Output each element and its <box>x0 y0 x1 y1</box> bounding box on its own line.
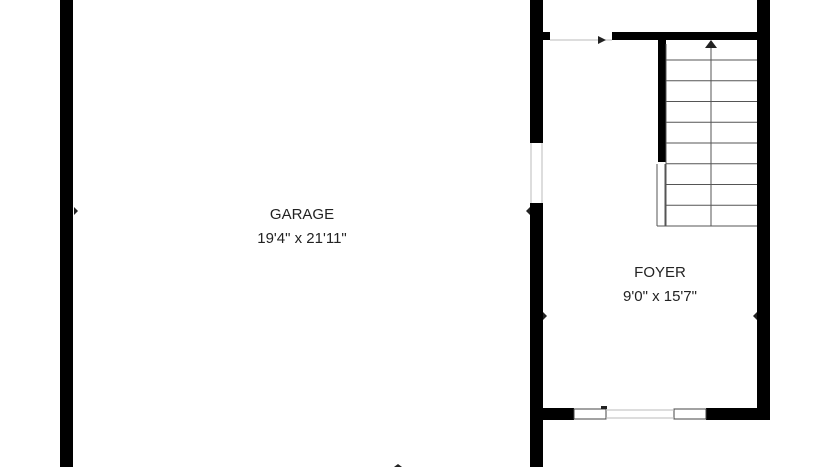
garage-left-wall <box>60 0 73 467</box>
foyer-top-wall-stub <box>543 32 550 40</box>
garage-foyer-wall-upper <box>530 0 543 143</box>
entry-sidelight-left <box>573 408 607 420</box>
foyer-dim-marker-left <box>543 312 547 320</box>
garage-dimensions: 19'4" x 21'11" <box>257 230 347 247</box>
stair-up-arrow <box>705 40 717 48</box>
stair-wall <box>658 40 666 162</box>
foyer-dimensions: 9'0" x 15'7" <box>623 288 697 305</box>
doorway-marker <box>598 36 606 44</box>
foyer-right-wall <box>757 0 770 420</box>
garage-dim-marker-left <box>74 207 78 215</box>
foyer-label: FOYER <box>634 264 686 281</box>
foyer-bottom-wall-left <box>530 408 574 420</box>
entry-sidelight-right <box>673 408 707 420</box>
entry-threshold-mark <box>601 406 607 409</box>
staircase <box>656 40 757 227</box>
garage-label: GARAGE <box>270 206 334 223</box>
foyer-dim-marker-right <box>753 312 757 320</box>
garage-dim-marker-bottom <box>394 464 402 467</box>
foyer-top-wall <box>612 32 770 40</box>
foyer-bottom-wall-right <box>706 408 770 420</box>
garage-dim-marker-right <box>526 207 530 215</box>
garage-foyer-wall-lower <box>530 203 543 467</box>
